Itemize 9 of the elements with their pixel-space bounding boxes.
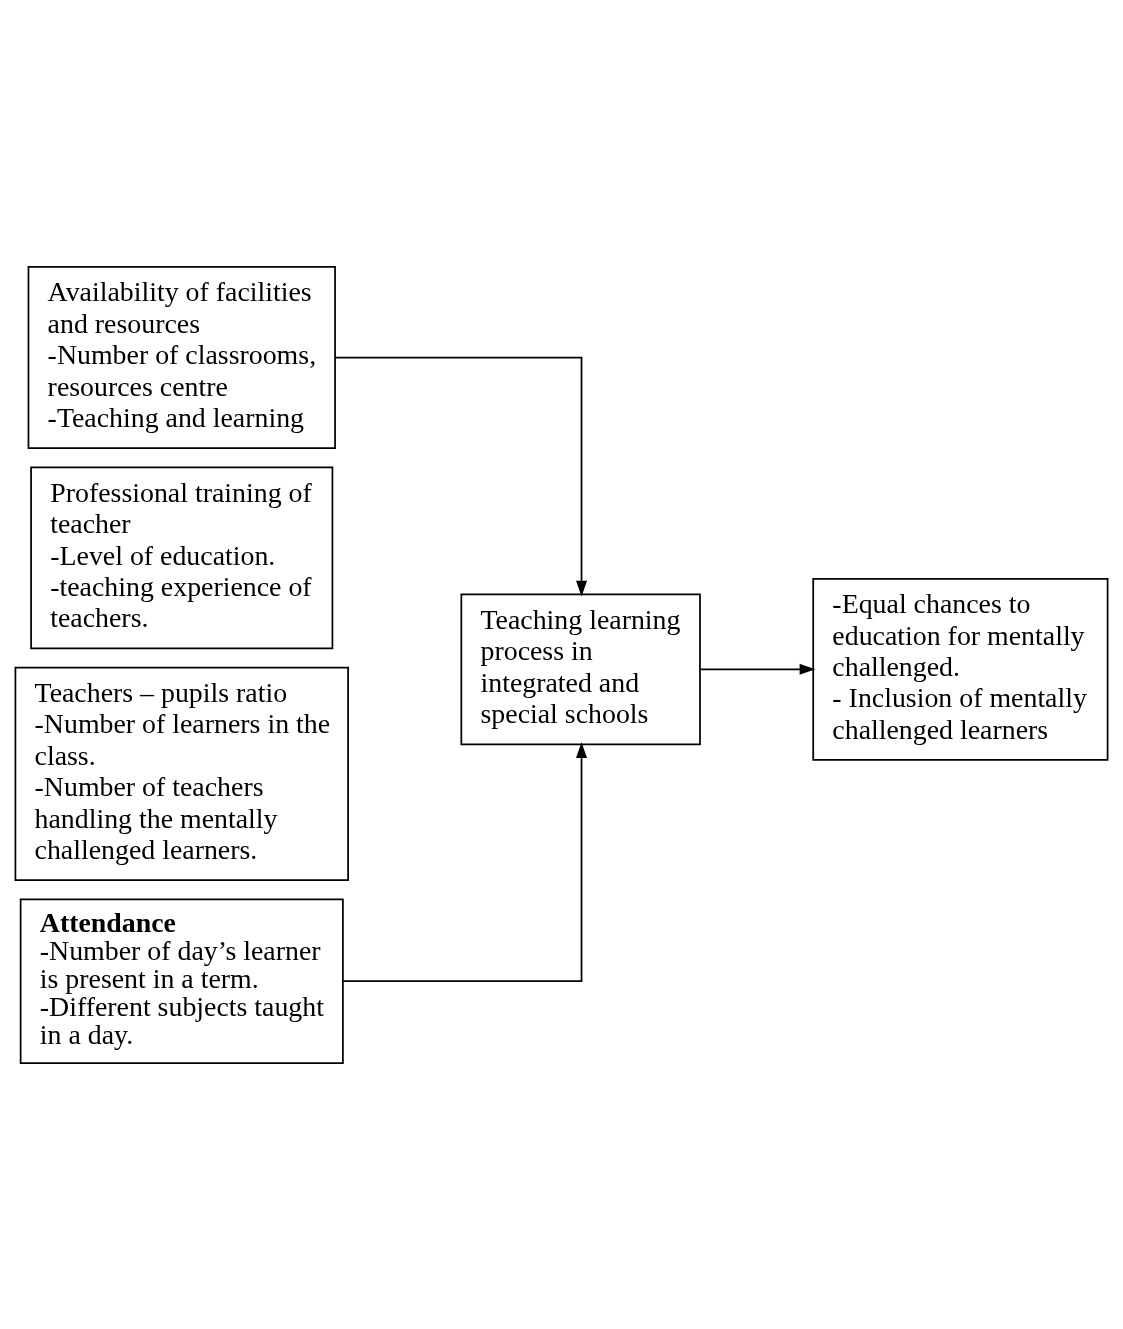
- arrow: [342, 741, 588, 982]
- node-box: Availability of facilities and resources -Number of classrooms, resources centre -Teaching and learning: [27, 265, 336, 449]
- node-box: -Equal chances to education for mentally challenged. - Inclusion of mentally challenged learners: [812, 577, 1109, 761]
- node-box: Professional training of teacher -Level of education. -teaching experience of teachers.: [30, 465, 334, 649]
- arrow: [699, 663, 816, 675]
- node-box: Teaching learning process in integrated and special schools: [460, 593, 701, 745]
- node-box: Attendance -Number of day’s learner is present in a term. -Different subjects taught in a day.: [19, 897, 344, 1064]
- node-box: Teachers – pupils ratio -Number of learners in the class. -Number of teachers handling the mentally challenged learners.: [14, 666, 349, 881]
- arrow: [334, 356, 588, 596]
